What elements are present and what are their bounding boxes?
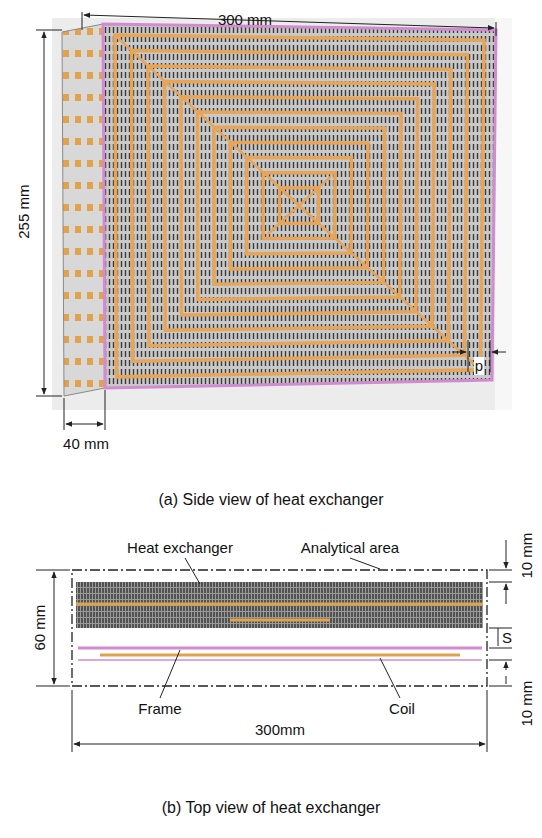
coil-link xyxy=(268,177,330,234)
caption: (b) Top view of heat exchanger xyxy=(162,799,381,817)
coil-loop xyxy=(263,173,335,239)
caption: (a) Side view of heat exchanger xyxy=(158,491,383,509)
fin-face xyxy=(103,24,496,388)
pitch-label: p xyxy=(474,357,484,374)
side-face xyxy=(62,24,105,396)
dimension-label: 255 mm xyxy=(15,185,32,239)
dimension-label: 10 mm xyxy=(518,680,535,728)
part-label: Heat exchanger xyxy=(127,539,233,556)
dimension-label: 300mm xyxy=(255,721,305,738)
dimension-line xyxy=(66,424,103,425)
coil-line xyxy=(100,654,460,657)
part-label: Analytical area xyxy=(301,539,399,556)
dimension-label: 10 mm xyxy=(518,532,535,580)
coil-loop xyxy=(115,35,484,377)
analytical-area xyxy=(72,570,487,686)
dimension-line xyxy=(44,32,45,394)
dimension-label: 300 mm xyxy=(218,11,272,28)
coil-link xyxy=(268,177,331,234)
coil-bars xyxy=(115,35,484,377)
part-label: Coil xyxy=(389,700,415,717)
dimension-label: S xyxy=(501,629,513,646)
frame-line xyxy=(78,647,482,650)
background xyxy=(52,18,512,410)
part-label: Frame xyxy=(138,700,181,717)
dimension-line xyxy=(84,15,494,28)
dimension-label: 40 mm xyxy=(63,435,109,452)
dimension-label: 60 mm xyxy=(31,605,48,651)
heat-exchanger-band xyxy=(76,582,483,628)
